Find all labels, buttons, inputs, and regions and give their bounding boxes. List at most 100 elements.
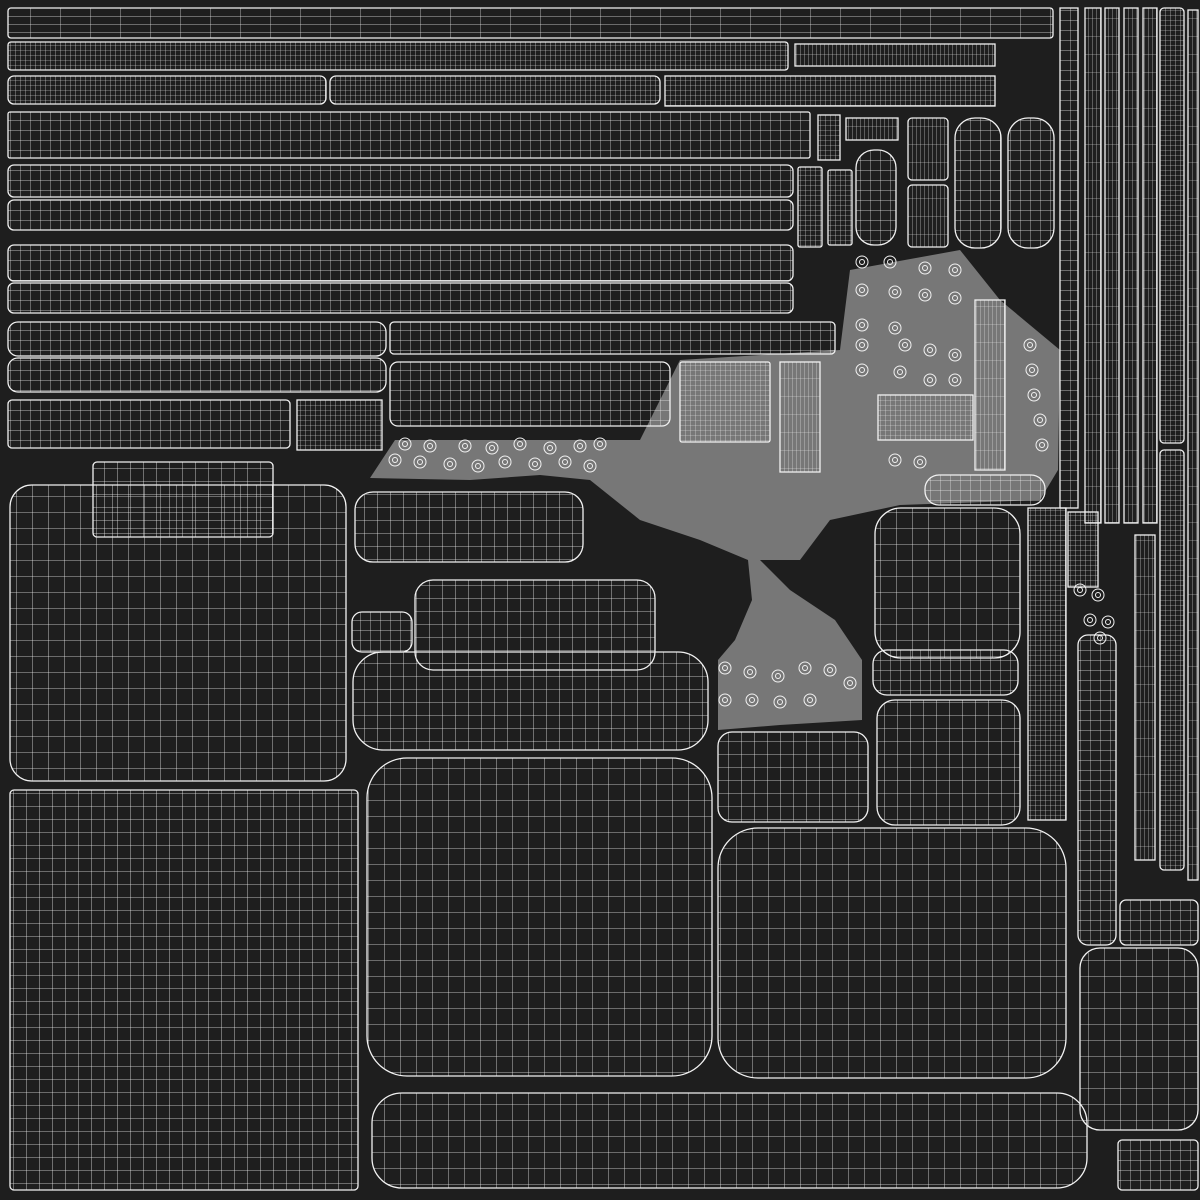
uv-rivet-island [1101, 615, 1115, 629]
uv-rivet-island [843, 676, 857, 690]
uv-rivet-inner [859, 259, 865, 265]
uv-rivet-inner [517, 441, 523, 447]
uv-rivet-island [443, 457, 457, 471]
uv-rivet-inner [489, 445, 495, 451]
uv-rivet-island [1073, 583, 1087, 597]
uv-rivet-island [855, 283, 869, 297]
uv-island [1142, 7, 1158, 524]
uv-island [352, 651, 709, 751]
uv-island [874, 507, 1021, 659]
uv-rivet-island [558, 455, 572, 469]
uv-rivet-inner [847, 680, 853, 686]
uv-rivet-inner [587, 463, 593, 469]
uv-island [7, 357, 387, 393]
uv-island [7, 321, 387, 357]
uv-rivet-inner [577, 443, 583, 449]
uv-rivet-inner [887, 259, 893, 265]
uv-island [1159, 449, 1185, 871]
uv-rivet-inner [1087, 617, 1093, 623]
uv-island [876, 699, 1021, 826]
uv-rivet-inner [827, 667, 833, 673]
uv-rivet-island [1033, 413, 1047, 427]
uv-island [794, 43, 996, 67]
uv-rivet-island [823, 663, 837, 677]
uv-rivet-inner [392, 457, 398, 463]
uv-rivet-island [1025, 363, 1039, 377]
uv-rivet-inner [922, 265, 928, 271]
uv-island [1077, 634, 1117, 946]
uv-rivet-island [1093, 631, 1107, 645]
uv-rivet-island [485, 441, 499, 455]
uv-rivet-island [1083, 613, 1097, 627]
uv-rivet-inner [447, 461, 453, 467]
uv-rivet-island [888, 285, 902, 299]
uv-rivet-inner [1037, 417, 1043, 423]
uv-rivet-inner [952, 267, 958, 273]
uv-rivet-island [593, 437, 607, 451]
uv-island [1027, 507, 1067, 821]
uv-rivet-inner [952, 377, 958, 383]
uv-island [389, 321, 836, 355]
uv-island [371, 1092, 1088, 1189]
uv-island [7, 7, 1054, 39]
uv-island [1084, 7, 1102, 524]
uv-rivet-island [923, 343, 937, 357]
uv-rivet-island [718, 661, 732, 675]
uv-rivet-island [803, 693, 817, 707]
uv-island [907, 184, 949, 248]
uv-island [7, 75, 327, 105]
uv-island [974, 299, 1006, 471]
uv-island [797, 166, 823, 248]
uv-rivet-inner [807, 697, 813, 703]
uv-rivet-island [413, 455, 427, 469]
uv-rivet-inner [502, 459, 508, 465]
uv-island [9, 484, 347, 782]
uv-island [7, 282, 794, 314]
uv-rivet-island [855, 318, 869, 332]
gray-center-region [370, 250, 1060, 730]
uv-rivet-island [898, 338, 912, 352]
uv-rivet-inner [892, 289, 898, 295]
uv-island [717, 827, 1067, 1079]
uv-island [7, 399, 291, 449]
uv-rivet-inner [747, 669, 753, 675]
uv-rivet-inner [1097, 635, 1103, 641]
uv-island [7, 244, 794, 282]
uv-island [351, 611, 413, 653]
uv-rivet-inner [952, 295, 958, 301]
uv-rivet-inner [402, 441, 408, 447]
uv-rivet-inner [1077, 587, 1083, 593]
uv-rivet-island [528, 457, 542, 471]
uv-island [1079, 947, 1199, 1131]
uv-rivet-inner [532, 461, 538, 467]
uv-rivet-inner [927, 347, 933, 353]
uv-rivet-island [771, 669, 785, 683]
uv-rivet-inner [922, 292, 928, 298]
uv-rivet-island [918, 261, 932, 275]
uv-rivet-island [513, 437, 527, 451]
uv-rivet-inner [1029, 367, 1035, 373]
uv-rivet-island [888, 321, 902, 335]
uv-rivet-inner [777, 699, 783, 705]
uv-rivet-inner [927, 377, 933, 383]
uv-island [296, 399, 383, 451]
uv-island [1007, 117, 1055, 249]
uv-rivet-island [398, 437, 412, 451]
uv-rivet-inner [892, 457, 898, 463]
uv-rivet-inner [462, 443, 468, 449]
uv-island [7, 111, 811, 159]
uv-island [877, 394, 974, 441]
uv-rivet-island [888, 453, 902, 467]
uv-rivet-island [718, 693, 732, 707]
uv-rivet-island [458, 439, 472, 453]
uv-rivet-island [471, 459, 485, 473]
uv-island [1123, 7, 1139, 524]
uv-rivet-inner [1095, 592, 1101, 598]
uv-rivet-inner [1039, 442, 1045, 448]
uv-island [827, 169, 853, 246]
uv-rivet-island [423, 439, 437, 453]
uv-island [1119, 899, 1199, 946]
uv-rivet-island [918, 288, 932, 302]
uv-rivet-inner [859, 322, 865, 328]
